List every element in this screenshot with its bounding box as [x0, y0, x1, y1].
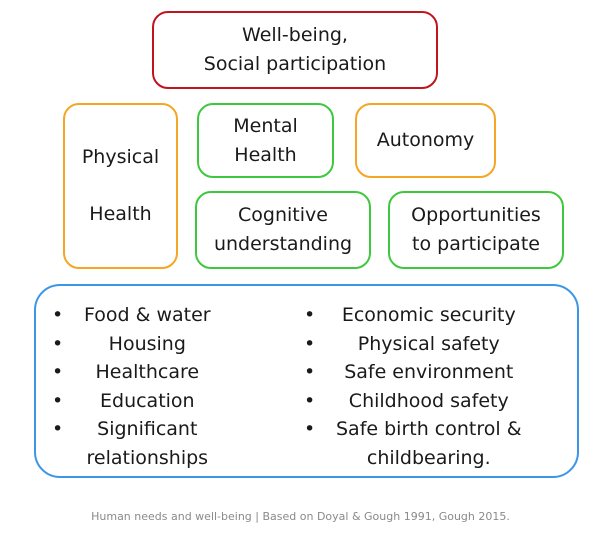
need-childbearing: childbearing. — [366, 446, 491, 469]
bullet-icon: • — [52, 389, 64, 412]
need-childhood-safety: Childhood safety — [348, 389, 509, 412]
bullet-icon: • — [52, 418, 64, 440]
mental-health-box: Mental Health — [197, 103, 334, 178]
wellbeing-box: Well-being, Social participation — [152, 11, 438, 89]
need-safe-birth-control: Safe birth control & — [336, 418, 522, 440]
need-education: Education — [100, 389, 195, 412]
need-physical-safety: Physical safety — [357, 332, 500, 355]
physical-label: Physical — [81, 146, 160, 168]
autonomy-label: Autonomy — [376, 129, 475, 151]
to-participate-label: to participate — [412, 233, 540, 255]
bullet-icon: • — [304, 332, 316, 355]
understanding-label: understanding — [213, 233, 353, 255]
bullet-icon: • — [52, 361, 64, 383]
autonomy-box: Autonomy — [355, 103, 496, 178]
social-participation-label: Social participation — [203, 53, 387, 75]
need-relationships: relationships — [86, 446, 209, 469]
opportunities-label: Opportunities — [411, 204, 541, 226]
list-item: • Food & water — [36, 301, 211, 330]
mental-label: Mental — [233, 114, 298, 137]
need-economic-security: Economic security — [341, 304, 516, 326]
basic-needs-box: • Food & water • Housing • Healthcare • Educ… — [34, 284, 579, 478]
needs-right-list: • Economic security • Physical safety • Saf… — [288, 301, 522, 472]
opportunities-box: Opportunities to participate — [388, 191, 564, 269]
bullet-icon: • — [304, 304, 316, 326]
wellbeing-label: Well-being, — [242, 24, 348, 46]
list-item: • Economic security — [288, 301, 522, 330]
list-item-continuation: childbearing. — [288, 444, 522, 473]
bullet-icon: • — [304, 418, 316, 440]
list-item: • Safe birth control & — [288, 415, 522, 444]
figure-caption: Human needs and well-being | Based on Do… — [91, 510, 510, 523]
bullet-icon: • — [52, 304, 64, 326]
list-item: • Childhood safety — [288, 387, 522, 416]
list-item: • Education — [36, 387, 211, 416]
need-safe-environment: Safe environment — [344, 361, 514, 383]
need-food-water: Food & water — [84, 304, 211, 326]
need-housing: Housing — [108, 332, 186, 355]
list-item: • Healthcare — [36, 358, 211, 387]
list-item: • Housing — [36, 330, 211, 359]
list-item: • Safe environment — [288, 358, 522, 387]
health-label: Health — [89, 203, 152, 225]
needs-left-list: • Food & water • Housing • Healthcare • Educ… — [36, 301, 211, 472]
bullet-icon: • — [304, 389, 316, 412]
list-item: • Significant — [36, 415, 211, 444]
need-healthcare: Healthcare — [95, 361, 200, 383]
cognitive-understanding-box: Cognitive understanding — [195, 191, 371, 269]
list-item: • Physical safety — [288, 330, 522, 359]
need-significant: Significant — [97, 418, 198, 440]
cognitive-label: Cognitive — [238, 204, 328, 226]
physical-health-box: Physical Health — [63, 103, 178, 269]
bullet-icon: • — [52, 332, 64, 355]
list-item-continuation: relationships — [36, 444, 211, 473]
mental-health-label: Health — [234, 143, 297, 166]
bullet-icon: • — [304, 361, 316, 383]
